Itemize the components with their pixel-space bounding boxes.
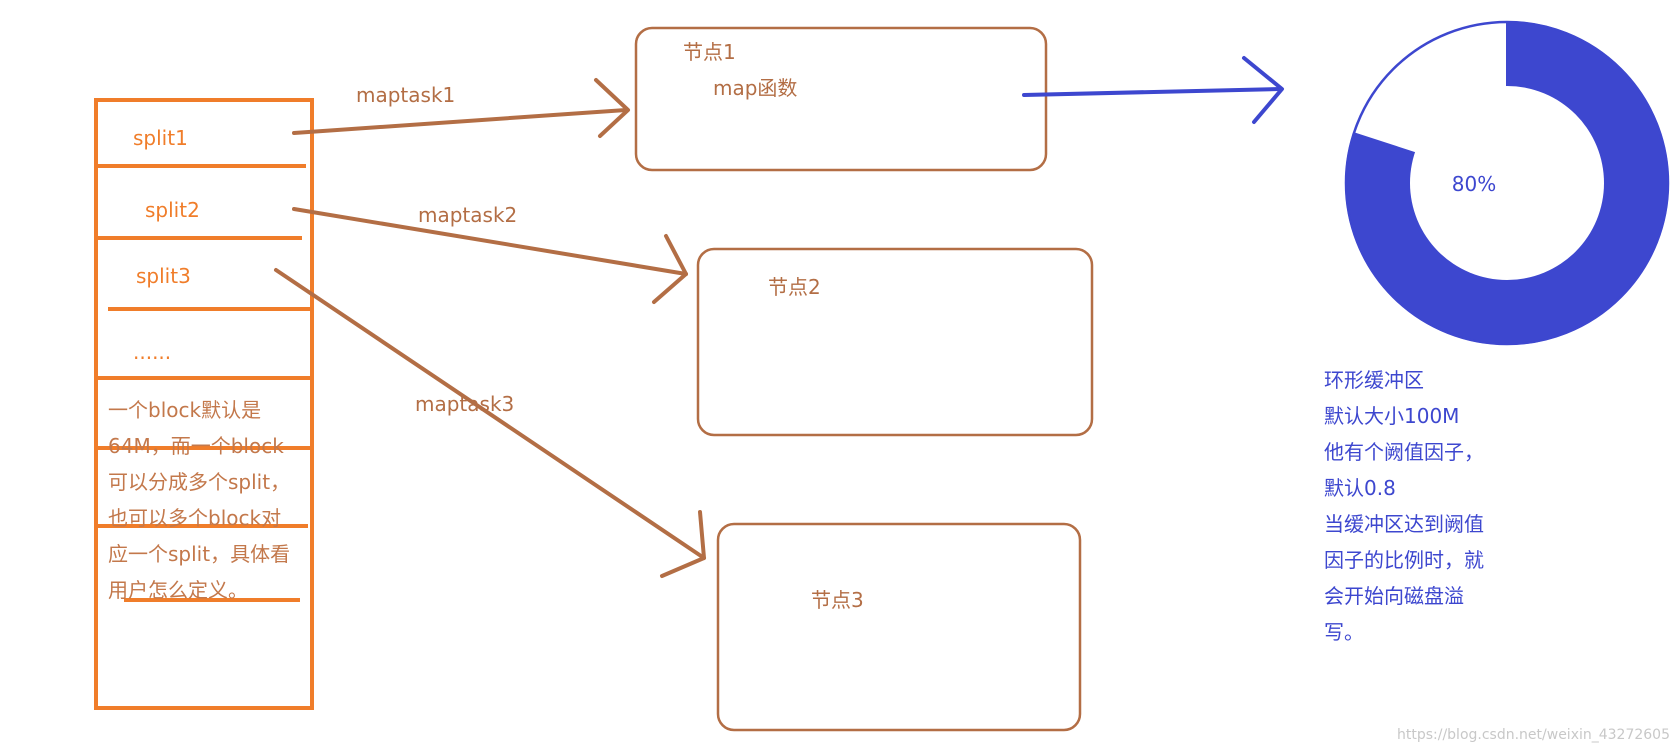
maptask2-arrow-head [652, 234, 688, 304]
ring-buffer-note: 环形缓冲区 默认大小100M 他有个阙值因子， 默认0.8 当缓冲区达到阙值 因… [1324, 362, 1524, 650]
block-note-line: 可以分成多个split， [108, 470, 291, 494]
ring-buffer-note-line: 写。 [1324, 620, 1364, 644]
maptask-arrows [274, 78, 706, 578]
split-ellipsis: ...... [133, 340, 172, 364]
node1-function: map函数 [713, 76, 798, 100]
block-note-line: 64M，而一个block [108, 434, 284, 458]
maptask1-arrow-line [292, 108, 628, 135]
split3-label: split3 [136, 264, 191, 288]
ring-buffer-note-line: 默认大小100M [1324, 404, 1460, 428]
node1-title: 节点1 [683, 40, 736, 64]
block-container [94, 98, 314, 710]
node3-box [716, 522, 1082, 732]
block-note-line: 应一个split，具体看 [108, 542, 291, 566]
ring-buffer-note-line: 默认0.8 [1324, 476, 1396, 500]
ring-buffer-note-line: 当缓冲区达到阙值 [1324, 512, 1484, 536]
block-outline [94, 98, 314, 710]
ring-buffer-note-line: 环形缓冲区 [1324, 368, 1424, 392]
watermark: https://blog.csdn.net/weixin_43272605 [1396, 727, 1670, 743]
split1-label: split1 [133, 126, 188, 150]
node2-title: 节点2 [768, 275, 821, 299]
block-note-line: 一个block默认是 [108, 398, 262, 422]
ring-buffer-percent: 80% [1451, 172, 1497, 196]
ring-buffer-donut [1344, 20, 1670, 346]
node3-title: 节点3 [811, 588, 864, 612]
maptask3-label: maptask3 [415, 392, 515, 416]
ring-buffer-inner [1410, 86, 1604, 280]
output-arrow-line [1022, 87, 1282, 97]
output-arrow-head [1242, 56, 1284, 124]
maptask2-arrow-line [292, 207, 688, 276]
maptask1-arrow-head [594, 78, 630, 138]
output-arrow [1022, 56, 1284, 124]
block-note: 一个block默认是 64M，而一个block 可以分成多个split， 也可以… [108, 392, 304, 608]
maptask2-label: maptask2 [418, 203, 518, 227]
maptask3-arrow-line [274, 268, 706, 560]
ring-buffer-note-line: 会开始向磁盘溢 [1324, 584, 1464, 608]
split2-label: split2 [145, 198, 200, 222]
ring-buffer-note-line: 他有个阙值因子， [1324, 440, 1484, 464]
node1-box [634, 26, 1048, 172]
block-note-line: 用户怎么定义。 [108, 578, 248, 602]
maptask1-label: maptask1 [356, 83, 456, 107]
block-note-line: 也可以多个block对 [108, 506, 282, 530]
node2-box [696, 247, 1094, 437]
maptask3-arrow-head [660, 510, 706, 578]
node-boxes [634, 26, 1094, 732]
ring-buffer-note-line: 因子的比例时，就 [1324, 548, 1484, 572]
